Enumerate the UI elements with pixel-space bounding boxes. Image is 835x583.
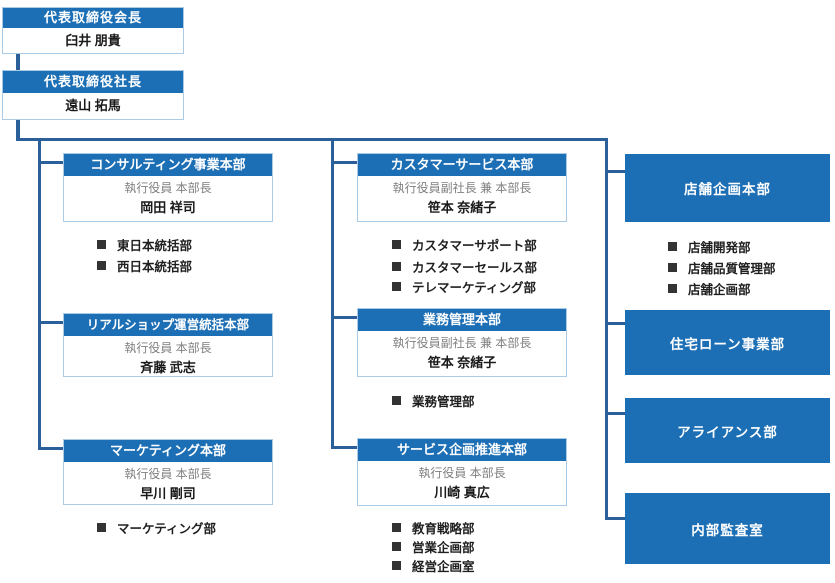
dept-label: テレマーケティング部 bbox=[412, 280, 537, 295]
box-operations-division: 業務管理本部 執行役員副社長 兼 本部長 笹本 奈緒子 bbox=[357, 308, 567, 377]
unit-title: 内部監査室 bbox=[691, 522, 764, 538]
connector-stub bbox=[38, 321, 64, 324]
connector-stub bbox=[38, 447, 64, 450]
connector-stub bbox=[605, 517, 626, 520]
connector-stub bbox=[331, 316, 358, 319]
unit-title: アライアンス部 bbox=[677, 424, 778, 440]
chairman-title: 代表取締役会長 bbox=[3, 8, 183, 28]
unit-role: 執行役員 本部長 bbox=[124, 341, 212, 355]
unit-title: マーケティング本部 bbox=[64, 440, 272, 462]
unit-person: 岡田 祥司 bbox=[140, 200, 196, 215]
dept-label: 店舗開発部 bbox=[688, 240, 751, 255]
box-customer-service-division: カスタマーサービス本部 執行役員副社長 兼 本部長 笹本 奈緒子 bbox=[357, 153, 567, 222]
unit-person: 早川 剛司 bbox=[140, 486, 196, 501]
unit-role: 執行役員 本部長 bbox=[124, 467, 212, 481]
unit-title: コンサルティング事業本部 bbox=[64, 154, 272, 176]
president-name: 遠山 拓馬 bbox=[65, 98, 121, 113]
dept-item: 店舗開発部 bbox=[668, 238, 751, 255]
box-alliance-division: アライアンス部 bbox=[625, 398, 830, 463]
bullet-square-icon bbox=[392, 560, 401, 570]
unit-title: リアルショップ運営統括本部 bbox=[64, 314, 272, 336]
dept-label: 経営企画室 bbox=[412, 559, 475, 574]
connector-mid-spine bbox=[331, 138, 334, 449]
dept-label: 教育戦略部 bbox=[412, 521, 475, 536]
unit-title: カスタマーサービス本部 bbox=[358, 154, 566, 176]
dept-item: カスタマーセールス部 bbox=[392, 258, 538, 275]
dept-label: 店舗品質管理部 bbox=[688, 261, 776, 276]
box-housing-loan-division: 住宅ローン事業部 bbox=[625, 310, 830, 375]
unit-role: 執行役員副社長 兼 本部長 bbox=[392, 181, 532, 195]
dept-label: 業務管理部 bbox=[412, 394, 475, 409]
dept-item: テレマーケティング部 bbox=[392, 278, 537, 295]
unit-person: 斉藤 武志 bbox=[140, 360, 196, 375]
box-service-planning-division: サービス企画推進本部 執行役員 本部長 川崎 真広 bbox=[357, 438, 567, 506]
connector-right-spine bbox=[605, 138, 608, 520]
dept-label: 営業企画部 bbox=[412, 540, 475, 555]
bullet-square-icon bbox=[97, 239, 106, 249]
bullet-square-icon bbox=[668, 283, 677, 293]
bullet-square-icon bbox=[97, 522, 106, 532]
connector-president-drop bbox=[16, 118, 20, 141]
dept-label: 西日本統括部 bbox=[117, 259, 193, 274]
unit-title: 住宅ローン事業部 bbox=[669, 336, 786, 352]
bullet-square-icon bbox=[668, 262, 677, 272]
unit-role: 執行役員副社長 兼 本部長 bbox=[392, 336, 532, 350]
box-marketing-division: マーケティング本部 執行役員 本部長 早川 剛司 bbox=[63, 439, 273, 505]
connector-stub bbox=[331, 446, 358, 449]
unit-title: 業務管理本部 bbox=[358, 309, 566, 331]
dept-item: 西日本統括部 bbox=[97, 257, 193, 274]
president-title: 代表取締役社長 bbox=[3, 71, 183, 93]
box-realshop-division: リアルショップ運営統括本部 執行役員 本部長 斉藤 武志 bbox=[63, 313, 273, 377]
dept-label: カスタマーサポート部 bbox=[412, 238, 537, 253]
unit-role: 執行役員 本部長 bbox=[124, 181, 212, 195]
connector-chairman-president bbox=[16, 51, 20, 70]
dept-item: 店舗品質管理部 bbox=[668, 259, 776, 276]
connector-stub bbox=[605, 412, 626, 415]
unit-person: 川崎 真広 bbox=[434, 485, 490, 500]
bullet-square-icon bbox=[392, 522, 401, 532]
unit-person: 笹本 奈緒子 bbox=[427, 355, 497, 370]
chairman-name: 臼井 朋貴 bbox=[65, 33, 121, 48]
bullet-square-icon bbox=[392, 395, 401, 405]
unit-title: サービス企画推進本部 bbox=[358, 439, 566, 461]
bullet-square-icon bbox=[392, 261, 401, 271]
connector-stub bbox=[605, 170, 626, 173]
box-chairman: 代表取締役会長 臼井 朋貴 bbox=[2, 7, 184, 54]
bullet-square-icon bbox=[392, 541, 401, 551]
connector-stub bbox=[38, 161, 64, 164]
bullet-square-icon bbox=[392, 239, 401, 249]
dept-item: 東日本統括部 bbox=[97, 236, 193, 253]
connector-stub bbox=[605, 322, 626, 325]
bullet-square-icon bbox=[392, 281, 401, 291]
dept-item: マーケティング部 bbox=[97, 519, 217, 536]
dept-item: 営業企画部 bbox=[392, 538, 475, 555]
box-internal-audit-office: 内部監査室 bbox=[625, 493, 830, 564]
dept-item: カスタマーサポート部 bbox=[392, 236, 537, 253]
dept-label: 東日本統括部 bbox=[117, 238, 193, 253]
unit-title: 店舗企画本部 bbox=[684, 182, 771, 197]
dept-item: 店舗企画部 bbox=[668, 280, 751, 297]
connector-main-horizontal bbox=[16, 138, 608, 141]
dept-label: マーケティング部 bbox=[117, 521, 217, 536]
dept-item: 教育戦略部 bbox=[392, 519, 475, 536]
dept-item: 業務管理部 bbox=[392, 392, 475, 409]
bullet-square-icon bbox=[97, 260, 106, 270]
unit-person: 笹本 奈緒子 bbox=[427, 200, 497, 215]
bullet-square-icon bbox=[668, 241, 677, 251]
box-store-planning-division: 店舗企画本部 bbox=[625, 154, 830, 222]
connector-stub bbox=[331, 161, 358, 164]
dept-label: カスタマーセールス部 bbox=[412, 260, 538, 275]
dept-item: 経営企画室 bbox=[392, 557, 475, 574]
box-president: 代表取締役社長 遠山 拓馬 bbox=[2, 70, 184, 120]
dept-label: 店舗企画部 bbox=[688, 282, 751, 297]
unit-role: 執行役員 本部長 bbox=[418, 466, 506, 480]
box-consulting-division: コンサルティング事業本部 執行役員 本部長 岡田 祥司 bbox=[63, 153, 273, 222]
connector-left-spine bbox=[38, 138, 41, 450]
